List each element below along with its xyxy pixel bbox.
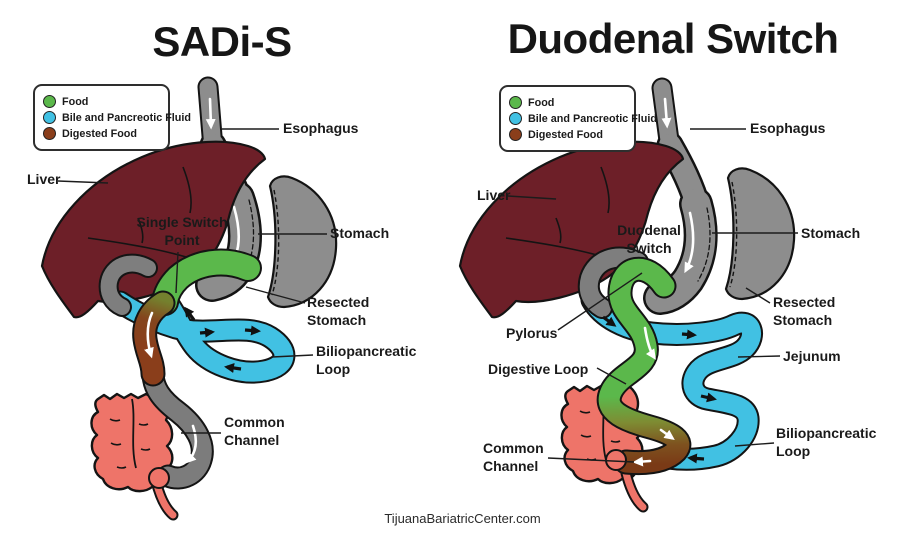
biliopancreatic-loop-left: [108, 290, 296, 384]
esophagus-and-sleeve-right: [643, 77, 718, 315]
panel-title-duodenal-switch: Duodenal Switch: [507, 15, 839, 62]
legend-item-food: Food: [509, 96, 626, 109]
digested-food-color-swatch: [509, 128, 522, 141]
legend-item-label: Bile and Pancreotic Fluid: [62, 111, 191, 124]
legend-item-bile: Bile and Pancreotic Fluid: [509, 112, 657, 125]
legend-sadis: Food Bile and Pancreotic Fluid Digested …: [33, 84, 191, 151]
label-stomach-right: Stomach: [801, 225, 861, 241]
label-resected-stomach-right: Resected Stomach: [773, 294, 836, 328]
bile-color-swatch: [43, 111, 56, 124]
resected-stomach-right: [724, 167, 796, 301]
bile-color-swatch: [509, 112, 522, 125]
label-stomach-left: Stomach: [330, 225, 390, 241]
digested-food-segment-left: [132, 290, 176, 387]
legend-item-food: Food: [43, 95, 160, 108]
resected-stomach-left: [266, 175, 338, 309]
legend-item-bile: Bile and Pancreotic Fluid: [43, 111, 191, 124]
legend-item-digested-food: Digested Food: [509, 128, 626, 141]
duodenal-switch-diagram: [458, 77, 798, 507]
legend-item-label: Digested Food: [62, 127, 137, 140]
label-resected-stomach-left: Resected Stomach: [307, 294, 370, 328]
label-biliopancreatic-loop-right: Biliopancreatic Loop: [776, 425, 877, 459]
legend-item-digested-food: Digested Food: [43, 127, 160, 140]
label-single-switch-point: Single Switch Point: [136, 214, 228, 248]
legend-item-label: Bile and Pancreotic Fluid: [528, 112, 657, 125]
label-pylorus: Pylorus: [506, 325, 558, 341]
legend-item-label: Food: [528, 96, 555, 109]
label-digestive-loop: Digestive Loop: [488, 361, 589, 377]
liver-left: [40, 140, 267, 319]
panel-title-sadis: SADi-S: [152, 18, 292, 65]
pylorus-stump-right: [577, 246, 649, 319]
common-channel-left: [141, 358, 214, 490]
leader-lines-right: [507, 128, 798, 463]
food-color-swatch: [509, 96, 522, 109]
bile-flow-arrows-right: [602, 315, 717, 464]
duodenal-stump-left: [98, 253, 158, 317]
sadis-diagram: [40, 76, 338, 515]
digested-food-color-swatch: [43, 127, 56, 140]
digestive-loop-right: [596, 256, 692, 476]
legend-item-label: Digested Food: [528, 128, 603, 141]
label-esophagus-right: Esophagus: [750, 120, 826, 136]
biliopancreatic-loop-right: [580, 288, 763, 471]
label-jejunum: Jejunum: [783, 348, 841, 364]
label-common-channel-right: Common Channel: [483, 440, 544, 474]
label-liver-left: Liver: [27, 171, 61, 187]
legend-duodenal-switch: Food Bile and Pancreotic Fluid Digested …: [499, 85, 657, 152]
source-watermark: TijuanaBariatricCenter.com: [384, 511, 541, 526]
label-liver-right: Liver: [477, 187, 511, 203]
label-duodenal-switch: Duodenal Switch: [617, 222, 681, 256]
label-common-channel-left: Common Channel: [224, 414, 285, 448]
label-biliopancreatic-loop-left: Biliopancreatic Loop: [316, 343, 417, 377]
bile-flow-arrows-left: [184, 306, 261, 373]
legend-item-label: Food: [62, 95, 89, 108]
food-color-swatch: [43, 95, 56, 108]
label-esophagus-left: Esophagus: [283, 120, 359, 136]
leader-lines-left: [57, 128, 327, 434]
